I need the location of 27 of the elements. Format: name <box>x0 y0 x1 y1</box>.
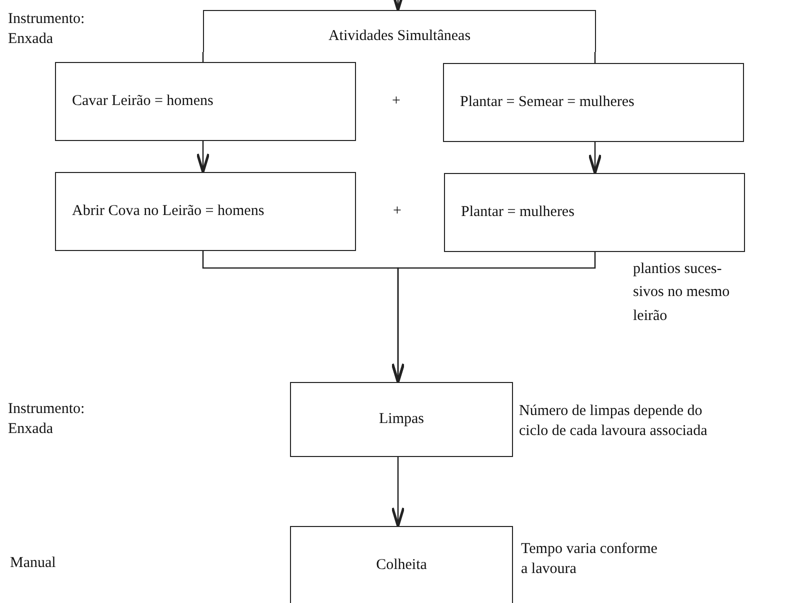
connector-arrow <box>588 142 602 174</box>
annotation-text: Tempo varia conforme a lavoura <box>521 540 658 578</box>
process-box <box>55 172 356 251</box>
note-text: + <box>392 92 402 111</box>
annotation-text: plantios suces- sivos no mesmo leirão <box>633 260 731 326</box>
note-text: Instrumento: Enxada <box>8 400 86 438</box>
connector-arrow <box>391 0 405 12</box>
node-text: Atividades Simultâneas <box>328 28 471 45</box>
process-box <box>55 62 356 141</box>
connector-arrow <box>391 252 596 384</box>
node-text: Abrir Cova no Leirão = homens <box>72 203 264 220</box>
process-box <box>443 63 744 142</box>
connector-arrow <box>391 457 405 528</box>
node-text: Limpas <box>379 411 424 428</box>
note-text: + <box>393 202 402 221</box>
process-box <box>444 173 745 252</box>
note-text: Instrumento: Enxada <box>8 10 86 48</box>
node-text: Plantar = mulheres <box>461 204 574 221</box>
node-text: Colheita <box>376 556 427 574</box>
process-box <box>290 382 513 457</box>
annotation-text: Número de limpas depende do ciclo de cada lavoura associada <box>519 402 708 440</box>
node-text: Plantar = Semear = mulheres <box>460 94 634 111</box>
note-text: Manual <box>10 554 57 573</box>
process-box <box>290 526 513 603</box>
connector-arrow <box>196 141 210 174</box>
process-box <box>203 10 596 52</box>
node-text: Cavar Leirão = homens <box>72 93 214 110</box>
